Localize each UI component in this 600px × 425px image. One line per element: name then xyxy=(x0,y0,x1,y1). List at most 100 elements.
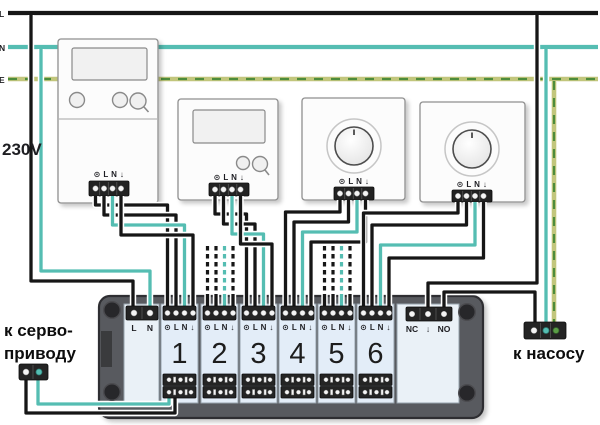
actuator-strip-zone-3 xyxy=(241,373,276,399)
zone-number-3: 3 xyxy=(250,338,266,370)
terminal-dot xyxy=(178,377,183,383)
power-label-l: L xyxy=(131,323,136,333)
labels: L N E 230V L N ⊙ L N ↓ ⊙ L N ↓ ⊙ L N ↓ ⊙… xyxy=(0,9,585,370)
thermostat-1: ⊙ L N ↓ xyxy=(57,38,159,204)
terminal-dot xyxy=(335,389,340,395)
line-label-n: N xyxy=(0,43,5,53)
t4-sw-wire xyxy=(387,202,486,312)
terminal-dot xyxy=(296,389,301,395)
terminal-dot xyxy=(463,193,470,199)
panel-shape xyxy=(291,376,294,383)
terminal-dot xyxy=(338,310,345,316)
panel-shape xyxy=(330,389,333,396)
panel-shape xyxy=(252,389,255,396)
terminal-dot xyxy=(181,310,188,316)
terminal-dot xyxy=(206,377,212,383)
panel-shape xyxy=(380,389,384,396)
terminal-dot xyxy=(188,377,194,383)
terminal-dot xyxy=(243,310,250,316)
thermostat-button xyxy=(235,155,251,171)
terminal-dot xyxy=(230,310,236,316)
thermostat-button xyxy=(111,91,129,109)
panel-shape xyxy=(369,389,372,396)
thermostat-4: ⊙ L N ↓ xyxy=(419,101,526,203)
zone-number-2: 2 xyxy=(211,338,227,370)
terminal-dot xyxy=(284,377,290,383)
terminal-dot xyxy=(369,310,375,316)
terminal-dot xyxy=(345,389,351,395)
thermostat-button xyxy=(251,155,269,173)
power-label-n: N xyxy=(147,323,153,333)
relay-label-no: NO xyxy=(438,324,451,334)
terminal-dot xyxy=(345,377,351,383)
t1-sw-wire xyxy=(119,196,195,312)
terminal-dot xyxy=(299,310,306,316)
thermostat-2: ⊙ L N ↓ xyxy=(177,98,279,201)
terminal-dot xyxy=(296,377,301,383)
panel-shape xyxy=(263,389,267,396)
terminal-dot xyxy=(374,377,379,383)
terminal-dot xyxy=(347,310,353,316)
terminal-dot xyxy=(228,377,234,383)
actuator-strip-zone-5 xyxy=(319,373,354,399)
panel-shape xyxy=(213,389,216,396)
t4-n-wire xyxy=(378,202,477,312)
panel-shape xyxy=(18,363,49,381)
terminal-dot xyxy=(212,186,218,193)
relay-common-wire xyxy=(426,15,539,312)
panel-shape xyxy=(224,376,228,383)
terminal-dot xyxy=(323,377,329,383)
terminal-dot xyxy=(92,185,99,192)
servo-caption-line1: к серво- xyxy=(4,321,73,340)
servo-connector-block xyxy=(18,363,49,381)
terminal-dot xyxy=(260,310,267,316)
panel-shape xyxy=(224,389,228,396)
panel-shape xyxy=(369,376,372,383)
thermostat-knob xyxy=(452,129,492,169)
terminal-label: ⊙ L N ↓ xyxy=(457,180,488,189)
mounting-screw xyxy=(457,302,477,322)
line-label-e: E xyxy=(0,75,5,85)
terminal-dot xyxy=(213,310,219,316)
terminal-dot xyxy=(335,377,340,383)
terminal-dot xyxy=(424,310,432,318)
terminal-dot xyxy=(164,310,171,316)
relay-no-pump-wire xyxy=(442,290,537,330)
terminal-dot xyxy=(166,389,172,395)
terminal-dot xyxy=(377,310,384,316)
terminal-dot xyxy=(228,389,234,395)
line-label-l: L xyxy=(0,9,4,19)
mounting-screw xyxy=(102,382,122,402)
t1-n-wire xyxy=(110,196,187,312)
terminal-dot xyxy=(282,310,289,316)
servo-caption-line2: приводу xyxy=(4,344,76,363)
terminal-dot xyxy=(101,185,107,192)
terminal-dot xyxy=(245,377,251,383)
panel-shape xyxy=(380,376,384,383)
terminal-dot xyxy=(252,310,258,316)
zone-terminal-label-3: ⊙ L N ↓ xyxy=(243,323,274,332)
terminal-dot xyxy=(146,309,154,317)
terminal-label: ⊙ L N ↓ xyxy=(339,177,370,186)
terminal-dot xyxy=(109,185,116,192)
panel-shape xyxy=(291,389,294,396)
actuator-strip-zone-2 xyxy=(202,373,237,399)
actuator-strip-zone-4 xyxy=(280,373,315,399)
panel-shape xyxy=(302,376,306,383)
panel-shape xyxy=(341,376,345,383)
panel-shape xyxy=(213,376,216,383)
terminal-dot xyxy=(354,190,360,197)
power-panel xyxy=(123,303,160,404)
terminal-dot xyxy=(455,193,461,199)
terminal-dot xyxy=(472,193,478,199)
terminal-dot xyxy=(321,310,328,316)
terminal-strip xyxy=(88,180,130,197)
terminal-dot xyxy=(308,310,314,316)
terminal-dot xyxy=(306,389,312,395)
zone-number-4: 4 xyxy=(289,338,305,370)
terminal-dot xyxy=(530,327,538,334)
mounting-screw xyxy=(457,383,477,403)
zone-terminal-label-4: ⊙ L N ↓ xyxy=(282,323,313,332)
mains-n-drop-wire xyxy=(39,49,152,312)
